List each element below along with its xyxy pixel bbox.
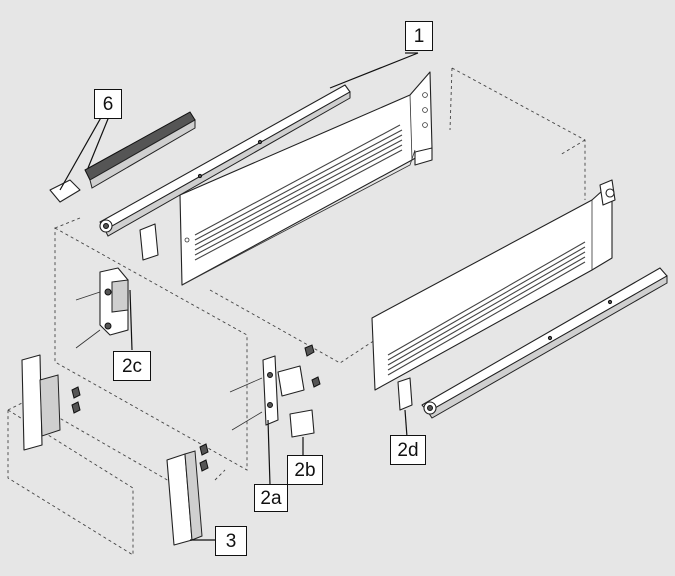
side-slots-rear: [194, 124, 403, 261]
callout-2d: 2d: [390, 435, 426, 465]
leader-lines: [59, 52, 419, 541]
side-slots-front: [387, 241, 586, 376]
callout-1: 1: [405, 21, 433, 51]
phantom-front-panel: [7, 399, 226, 556]
runner-rear: [99, 84, 351, 237]
callout-2b: 2b: [287, 455, 323, 485]
front-fixing-left: [21, 354, 81, 451]
front-fixing-3: [166, 443, 209, 546]
phantom-side-wall: [54, 217, 248, 471]
callout-3: 3: [215, 526, 247, 556]
bracket-2c: [75, 267, 129, 349]
drawer-side-rear: [179, 71, 433, 286]
callout-2a: 2a: [254, 484, 288, 512]
callout-2c: 2c: [113, 351, 151, 381]
runner-front: [421, 267, 668, 419]
bracket-2a: [229, 344, 321, 431]
soft-close-unit: [49, 111, 196, 203]
callout-6: 6: [94, 89, 122, 119]
rear-clip: [139, 223, 159, 261]
clip-2d: [397, 377, 413, 411]
drawer-side-front: [371, 179, 616, 391]
cover-cap-2b: [289, 409, 315, 438]
phantom-back-panel: [209, 67, 586, 364]
